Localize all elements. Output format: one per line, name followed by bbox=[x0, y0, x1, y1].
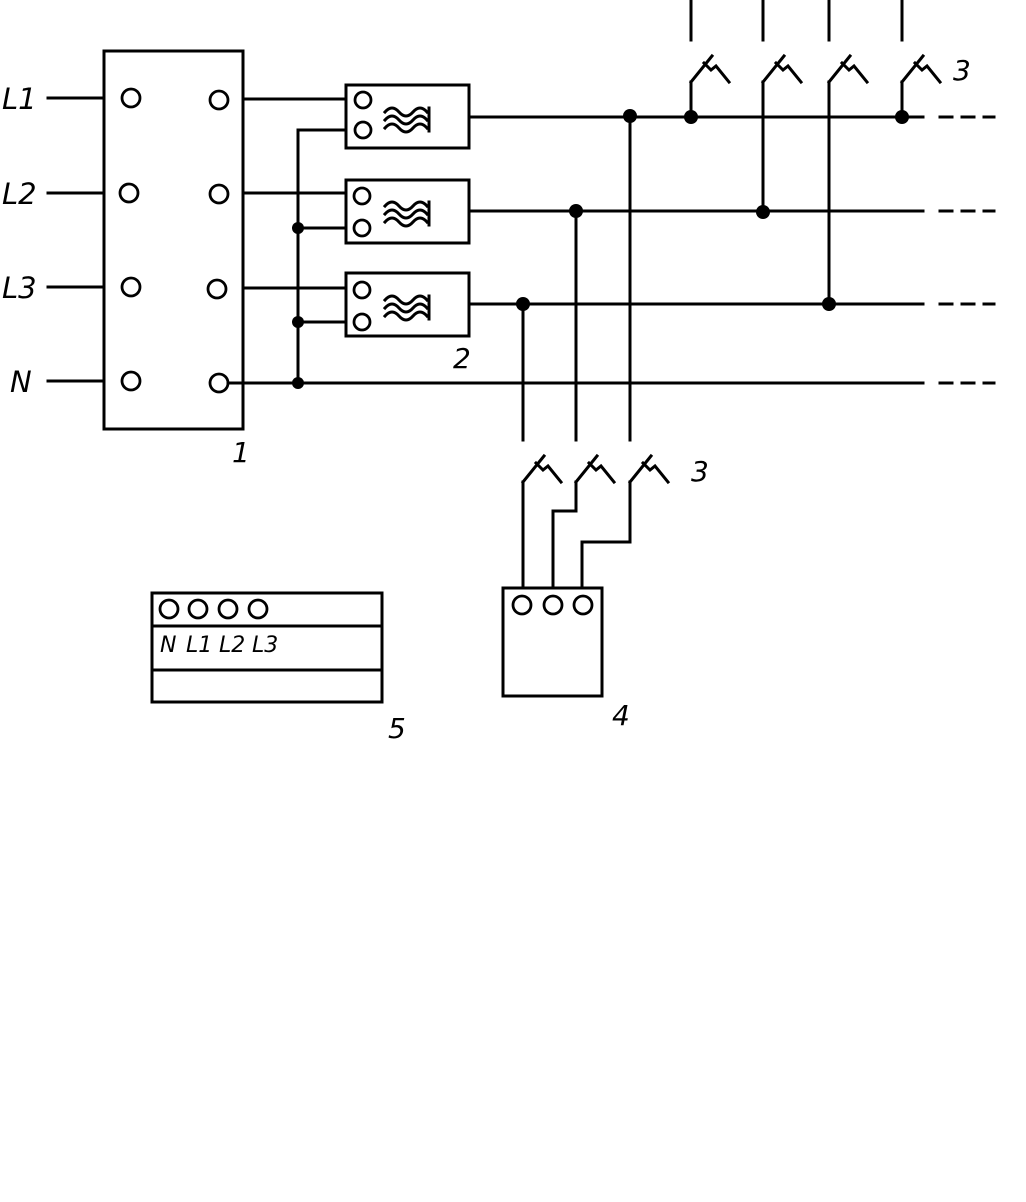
strip-label-n: N bbox=[160, 633, 176, 658]
supply-inputs bbox=[46, 96, 106, 383]
callout-3-lower: 3 bbox=[691, 455, 709, 488]
circuit-breaker-icon bbox=[627, 453, 671, 485]
surge-protector-l1 bbox=[344, 83, 471, 150]
surge-protector-l3 bbox=[344, 271, 471, 338]
circuit-breaker-icon bbox=[688, 53, 732, 85]
n-bus-junctions bbox=[292, 222, 304, 389]
upper-breaker-2 bbox=[760, 0, 804, 213]
surge-protector-l2 bbox=[344, 178, 471, 245]
callout-4: 4 bbox=[612, 699, 630, 732]
strip-label-l3: L3 bbox=[252, 633, 278, 658]
label-n: N bbox=[10, 365, 32, 399]
label-l3: L3 bbox=[2, 271, 37, 305]
lower-breaker-l3 bbox=[520, 302, 564, 595]
circuit-breaker-icon bbox=[520, 453, 564, 485]
strip-label-l2: L2 bbox=[219, 633, 245, 658]
label-l1: L1 bbox=[2, 82, 37, 116]
callout-1: 1 bbox=[232, 436, 250, 469]
lower-breaker-l1 bbox=[580, 114, 671, 595]
surge-protector-icon bbox=[382, 106, 431, 134]
lower-breaker-l2 bbox=[551, 209, 617, 595]
label-l2: L2 bbox=[2, 177, 37, 211]
upper-breaker-4 bbox=[899, 0, 943, 119]
surge-protector-icon bbox=[382, 200, 431, 228]
upper-breaker-3 bbox=[826, 0, 870, 306]
circuit-breaker-icon bbox=[760, 53, 804, 85]
callout-2: 2 bbox=[453, 342, 471, 375]
socket-outlet bbox=[501, 586, 604, 698]
circuit-breaker-icon bbox=[826, 53, 870, 85]
main-terminal-block bbox=[102, 49, 245, 431]
upper-breaker-1 bbox=[688, 0, 732, 119]
strip-label-l1: L1 bbox=[186, 633, 212, 658]
callout-3-upper: 3 bbox=[953, 54, 971, 87]
circuit-breaker-icon bbox=[573, 453, 617, 485]
surge-protector-icon bbox=[382, 294, 431, 322]
circuit-breaker-icon bbox=[899, 53, 943, 85]
bus-continuation-dashes bbox=[938, 115, 996, 385]
callout-5: 5 bbox=[388, 712, 406, 745]
bus-lines bbox=[467, 115, 925, 306]
terminal-strip bbox=[150, 591, 384, 704]
